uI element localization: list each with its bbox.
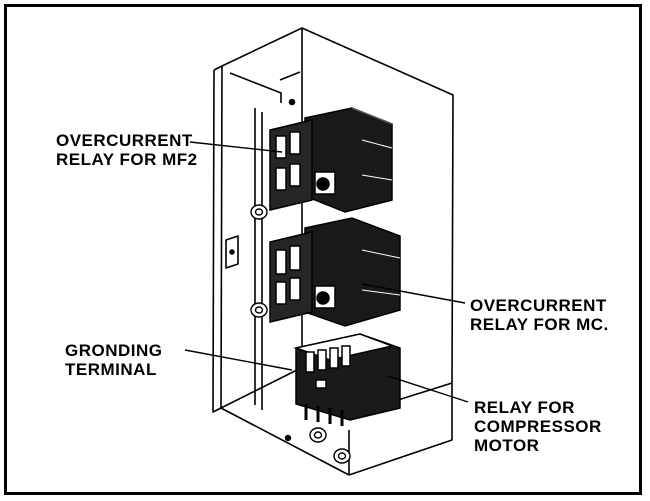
- label-mf2-line2: RELAY FOR MF2: [56, 150, 198, 169]
- leader-ground: [184, 349, 293, 371]
- relay-compressor: [293, 333, 401, 426]
- leader-mf2: [189, 141, 283, 153]
- relay-mf2: [269, 107, 393, 213]
- leader-compressor: [387, 375, 469, 403]
- label-mc-line2: RELAY FOR MC.: [470, 315, 609, 334]
- label-mc-line1: OVERCURRENT: [470, 296, 607, 315]
- label-overcurrent-mf2: OVERCURRENT RELAY FOR MF2: [56, 131, 198, 169]
- relay-mc: [269, 217, 401, 327]
- mounting-bolts: [250, 204, 351, 464]
- label-ground-line1: GRONDING: [65, 341, 163, 360]
- label-grounding-terminal: GRONDING TERMINAL: [65, 341, 163, 379]
- box-bottom-edge: [220, 367, 302, 409]
- label-mf2-line1: OVERCURRENT: [56, 131, 193, 150]
- side-tab: [225, 235, 239, 269]
- label-comp-line2: COMPRESSOR: [474, 417, 602, 436]
- label-compressor-relay: RELAY FOR COMPRESSOR MOTOR: [474, 398, 602, 455]
- leader-lines: [184, 141, 469, 403]
- label-overcurrent-mc: OVERCURRENT RELAY FOR MC.: [470, 296, 609, 334]
- leader-mc: [361, 283, 466, 304]
- label-comp-line1: RELAY FOR: [474, 398, 575, 417]
- box-back-edge: [221, 27, 454, 401]
- label-comp-line3: MOTOR: [474, 436, 540, 455]
- label-ground-line2: TERMINAL: [65, 360, 157, 379]
